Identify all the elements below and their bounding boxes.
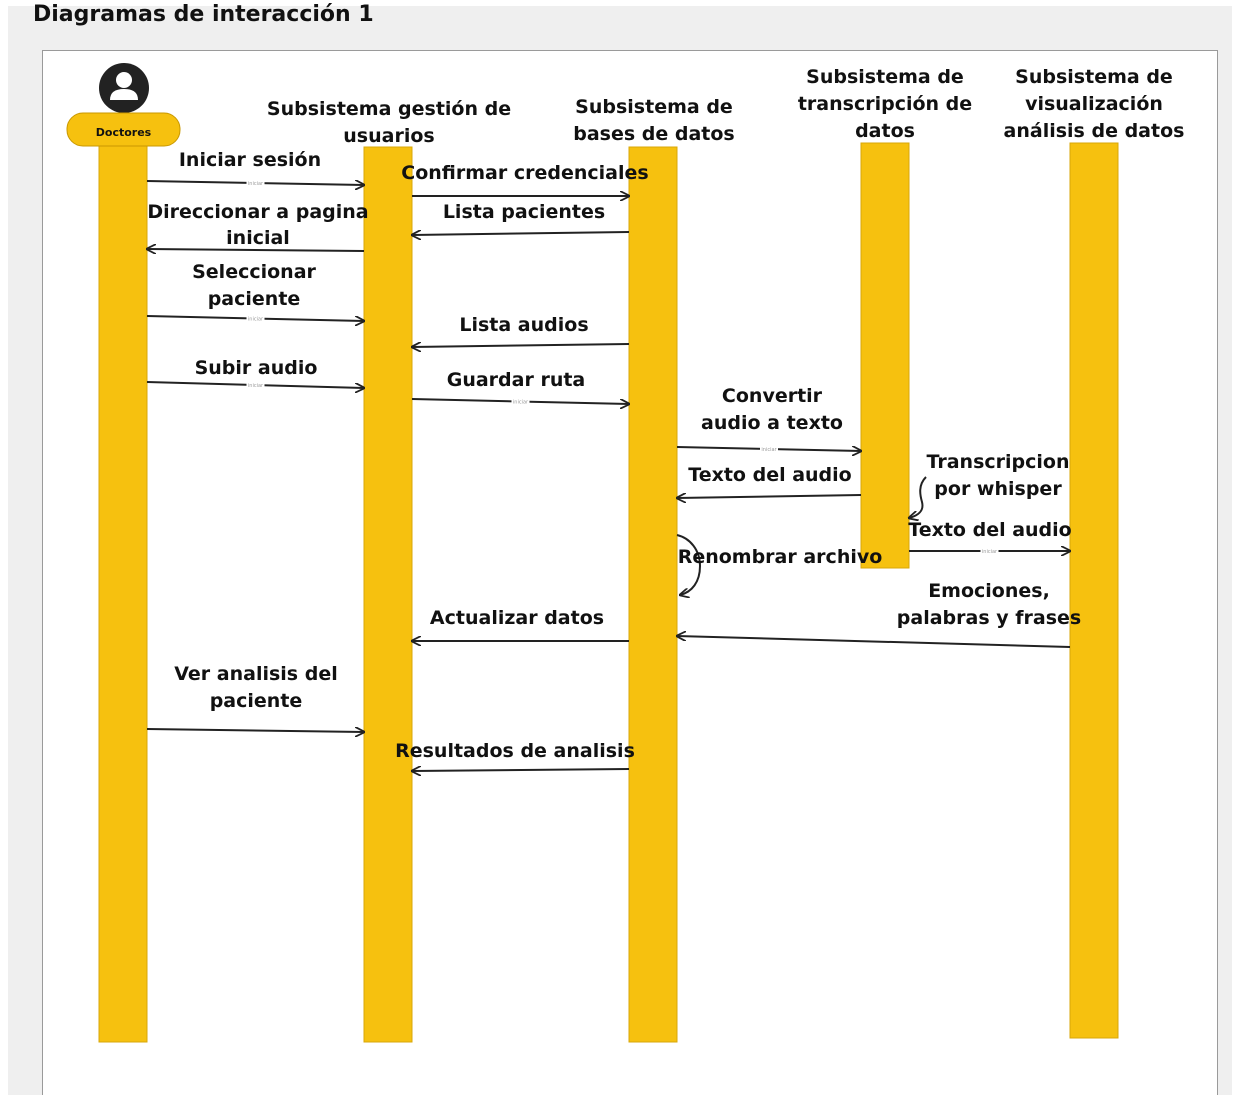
- message-tag-bg-4: [246, 315, 265, 322]
- message-label-5: Lista audios: [459, 314, 588, 336]
- message-arrow-12: [676, 534, 702, 595]
- lifeline-transcripcion: [860, 142, 910, 569]
- message-tag-bg-7: [511, 398, 530, 405]
- message-label-14: Actualizar datos: [430, 607, 604, 629]
- message-label-6: Subir audio: [195, 357, 318, 379]
- message-arrow-9: [677, 495, 862, 498]
- message-tag-bg-11: [980, 548, 999, 554]
- message-label-1: Confirmar credenciales: [401, 162, 648, 184]
- actor-badge: [66, 112, 181, 147]
- message-tag-4: iniciar: [248, 316, 264, 322]
- message-label-7: Guardar ruta: [447, 369, 586, 391]
- message-tag-6: iniciar: [248, 383, 264, 389]
- message-arrow-15: [146, 729, 364, 732]
- message-tag-7: iniciar: [513, 399, 529, 405]
- message-tag-bg-8: [760, 446, 778, 452]
- message-arrow-2: [412, 232, 630, 235]
- message-label-16: Resultados de analisis: [395, 740, 635, 762]
- message-label-11: Texto del audio: [908, 519, 1071, 541]
- message-label-2: Lista pacientes: [443, 201, 605, 223]
- lifeline-usuarios: [363, 146, 413, 1043]
- message-arrow-16: [412, 769, 630, 771]
- message-arrow-3: [147, 249, 365, 251]
- message-tag-11: iniciar: [982, 549, 998, 555]
- person-icon-body: [110, 89, 138, 100]
- page-title: Diagramas de interacción 1: [33, 2, 374, 27]
- message-arrow-10: [909, 476, 927, 518]
- message-label-12: Renombrar archivo: [678, 546, 883, 568]
- message-label-13: Emociones,palabras y frases: [897, 580, 1081, 629]
- message-tag-bg-0: [246, 180, 265, 186]
- actor-label: Doctores: [96, 126, 152, 139]
- message-arrow-5: [412, 344, 630, 347]
- message-arrow-13: [677, 636, 1071, 648]
- message-tag-bg-6: [246, 382, 265, 388]
- message-label-0: Iniciar sesión: [179, 149, 321, 171]
- lifeline-doctores: [98, 141, 148, 1043]
- message-tag-8: iniciar: [761, 447, 777, 453]
- message-label-9: Texto del audio: [688, 464, 851, 486]
- message-tag-0: iniciar: [248, 181, 264, 187]
- lifeline-visualizacion: [1069, 142, 1119, 1039]
- person-icon-head: [116, 72, 132, 88]
- lifeline-bd: [628, 146, 678, 1043]
